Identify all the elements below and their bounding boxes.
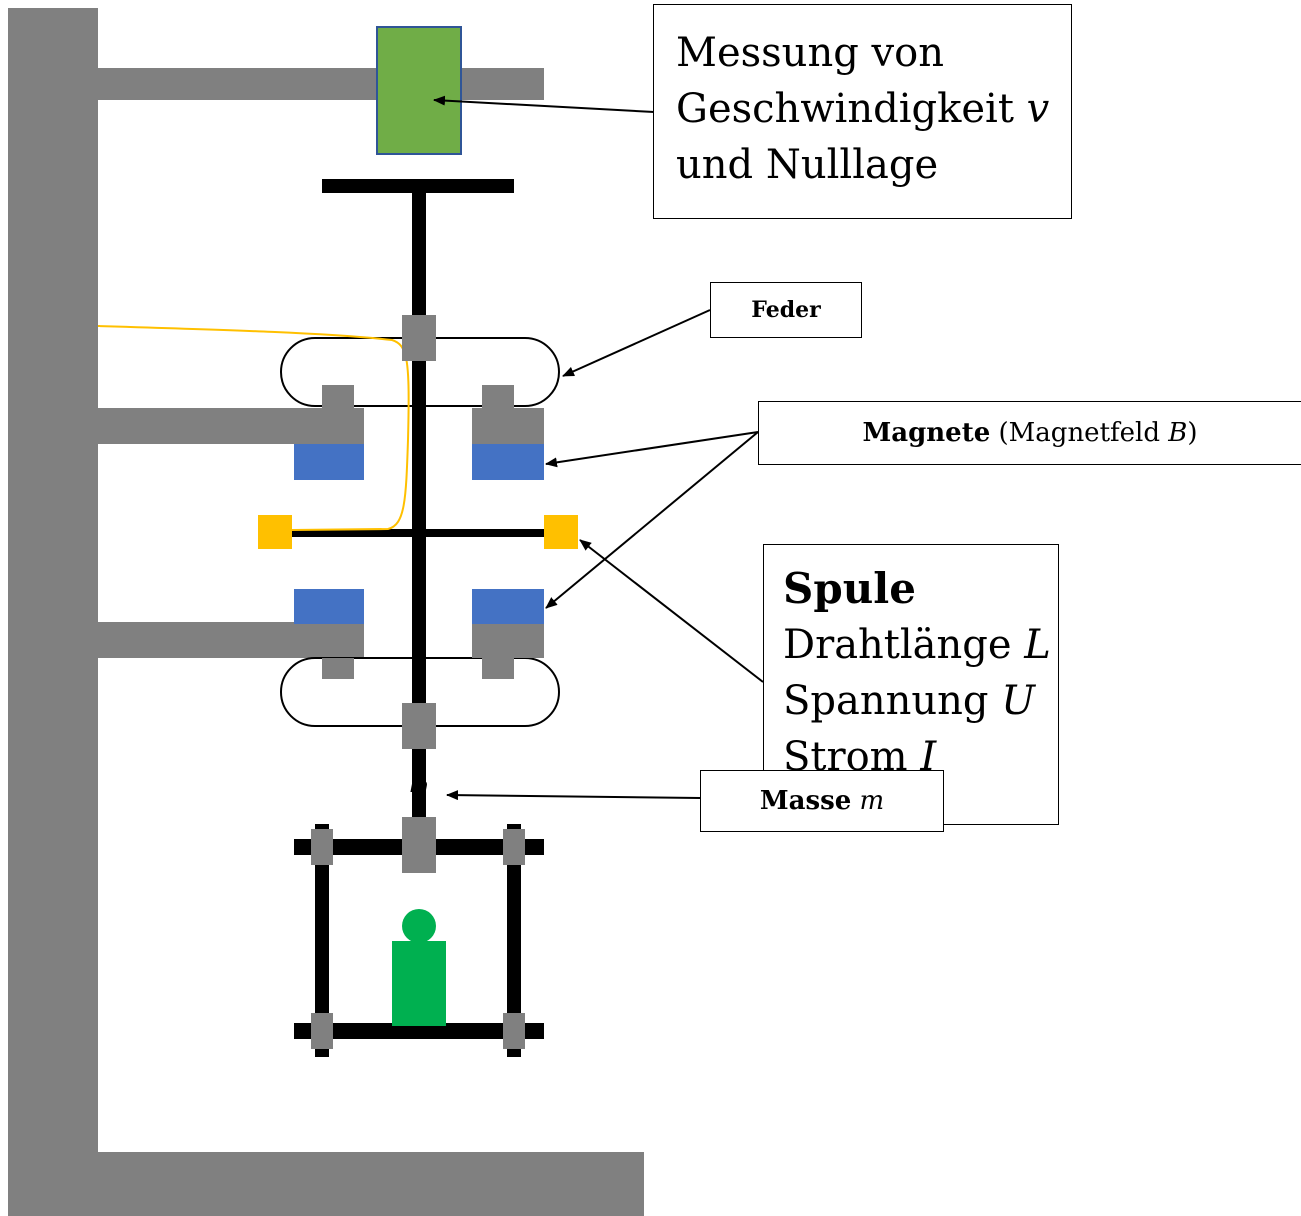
magnetic-field-symbol: B [1168,418,1188,448]
mass-body [392,941,446,1026]
stand-base [8,1152,644,1216]
lower-magnet-assembly [294,589,544,679]
stand-vertical-post [8,8,98,1216]
magnet-lower-right [472,589,544,624]
mass-cage [294,817,544,1057]
magnet-lower-left [294,589,364,624]
coil-supply-wire [97,325,410,531]
label-line: und Nulllage [676,142,939,188]
cage-nut [311,1013,333,1049]
cage-post-right [507,824,521,1057]
stand-arm-upper-magnet [98,408,364,444]
rod-clamp-lower [402,703,436,749]
magnet-holder [472,624,544,658]
mass-label: Masse m [700,770,944,832]
coil-label-title: Spule [783,564,916,613]
coil-crossbar [292,529,544,537]
label-text: Drahtlänge [783,622,1025,668]
cage-nut [311,829,333,865]
wire-length-symbol: L [1024,622,1051,668]
mass-label-symbol: m [859,786,885,816]
arrow-to-mass [446,790,701,801]
velocity-sensor-label: Messung von Geschwindigkeit v und Nullla… [653,4,1072,219]
coil-terminal-right [544,515,578,549]
rod-clamp-upper [402,315,436,361]
magnet-mount [482,385,514,408]
label-line: Messung von [676,30,944,76]
magnet-holder [472,408,544,444]
upper-magnet-assembly [294,385,544,480]
label-line: Spannung U [783,673,1058,729]
stand-frame [8,8,644,1216]
magnet-mount [482,658,514,679]
magnet-upper-right [472,444,544,480]
mass-knob [402,909,436,943]
label-line: Drahtlänge L [783,617,1058,673]
mass-label-title: Masse [759,786,852,816]
cage-nut [503,1013,525,1049]
magnet-mount [322,658,354,679]
coil-terminal-left [258,515,292,549]
cage-nut [503,829,525,865]
arrow-to-spring [562,309,711,377]
voltage-symbol: U [1001,678,1035,724]
label-line: Geschwindigkeit v [676,81,1071,137]
arrow-to-upper-magnet [545,431,759,468]
arrow-to-coil [579,539,764,683]
magnets-label-text: (Magnetfeld [990,418,1169,448]
magnet-upper-left [294,444,364,480]
magnets-label: Magnete (Magnetfeld B) [758,401,1301,465]
top-crossbar [322,179,514,193]
magnets-label-title: Magnete [862,418,991,448]
cage-rod-clamp [402,817,436,873]
magnet-mount [322,385,354,408]
stand-arm-lower-magnet [98,622,364,658]
spring-label: Feder [710,282,862,338]
magnets-label-close: ) [1187,418,1198,448]
upper-spring [280,337,560,407]
stand-arm-top [98,68,544,100]
cage-post-left [315,824,329,1057]
label-text: Geschwindigkeit [676,86,1027,132]
mass-symbol: m [409,775,429,797]
label-text: Spannung [783,678,1002,724]
lower-spring [280,657,560,727]
arrow-to-sensor [433,95,655,113]
arrow-to-lower-magnet [545,431,759,609]
current-symbol: I [920,734,937,780]
velocity-sensor [376,26,462,155]
velocity-symbol: v [1026,86,1050,132]
cage-bar-bottom [294,1023,544,1039]
spring-label-text: Feder [751,297,821,323]
